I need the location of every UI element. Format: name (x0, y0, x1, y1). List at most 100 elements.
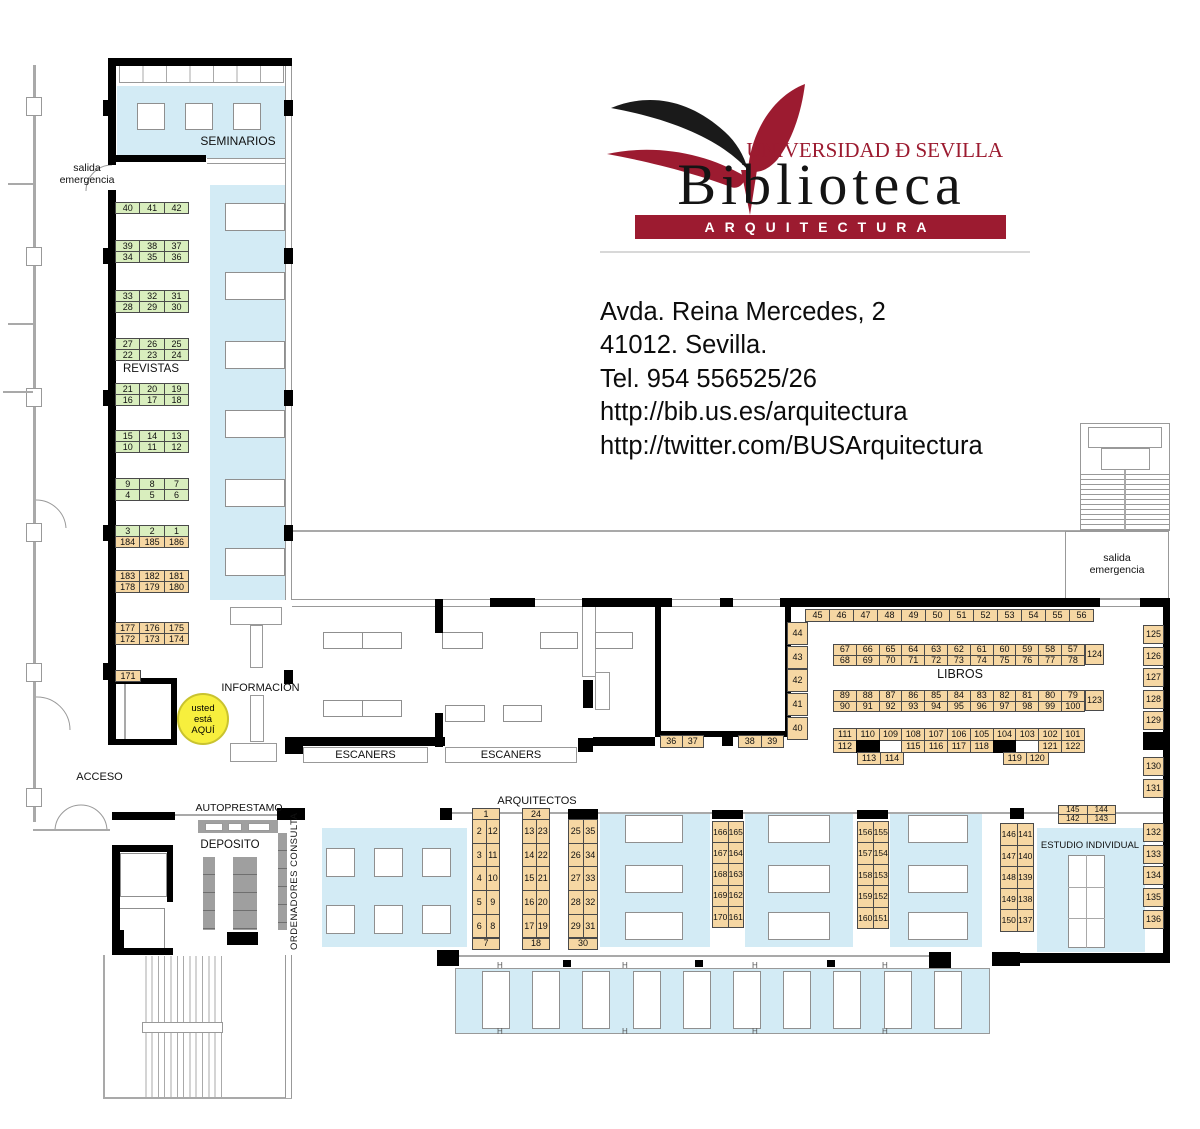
desk-27: 27 (568, 866, 584, 892)
desk-4: 4 (115, 489, 141, 501)
desk-43: 43 (787, 645, 808, 669)
table (225, 203, 285, 231)
desk-131: 131 (1143, 778, 1164, 798)
table (225, 410, 285, 438)
table (323, 700, 363, 717)
desk-129: 129 (1143, 711, 1164, 730)
pilaster (26, 663, 42, 682)
desk-12: 12 (485, 819, 500, 844)
desk-137: 137 (1016, 909, 1034, 932)
label-escaners-left: ESCANERS (303, 747, 428, 763)
desk-37: 37 (163, 240, 190, 252)
desk-55: 55 (1045, 609, 1070, 622)
desk-147: 147 (1000, 844, 1018, 867)
table (374, 905, 403, 934)
desk-44: 44 (787, 622, 808, 645)
desk-53: 53 (997, 609, 1022, 622)
label-acceso: ACCESO (76, 771, 123, 783)
desk-123: 123 (1085, 690, 1104, 711)
desk-73: 73 (947, 654, 971, 666)
table (442, 632, 483, 649)
desk-41: 41 (787, 693, 808, 717)
desk-138: 138 (1016, 887, 1034, 910)
desk-96: 96 (969, 700, 994, 712)
wall (583, 680, 593, 708)
desk-32: 32 (582, 890, 598, 915)
table (233, 103, 261, 130)
desk-112: 112 (833, 740, 857, 753)
terrace-table (682, 971, 711, 1029)
column (722, 736, 733, 746)
h-mark: H (497, 961, 503, 970)
desk-35: 35 (582, 819, 598, 844)
wall (108, 190, 116, 668)
desk-37: 37 (681, 735, 704, 748)
desk-9: 9 (485, 890, 500, 915)
desk-151: 151 (872, 906, 889, 929)
desk-163: 163 (727, 863, 744, 886)
desk-134: 134 (1143, 866, 1164, 886)
desk-21: 21 (535, 866, 550, 892)
column (284, 525, 293, 541)
wall-divider (124, 684, 126, 739)
wall (857, 810, 888, 819)
desk-121: 121 (1038, 740, 1062, 753)
wall (285, 737, 445, 746)
table (540, 632, 578, 649)
table (326, 905, 355, 934)
logo-library-text: Biblioteca (677, 152, 966, 217)
wall-line (440, 812, 1163, 814)
table (225, 272, 285, 300)
wall (112, 948, 173, 955)
address-line: Avda. Reina Mercedes, 2 (600, 298, 886, 326)
table (768, 865, 830, 893)
h-mark: H (752, 1027, 758, 1036)
wall (112, 930, 124, 955)
logo-university-text: UNIVERSIDAD Ð SEVILLA (746, 138, 1003, 162)
desk-72: 72 (924, 654, 948, 666)
terrace-table (933, 971, 962, 1029)
terrace-table (733, 971, 761, 1029)
desk-68: 68 (833, 654, 857, 666)
table (225, 548, 285, 576)
terrace-table (482, 971, 510, 1029)
desk-75: 75 (992, 654, 1017, 666)
table (137, 103, 165, 130)
desk-17: 17 (139, 394, 165, 406)
desk-46: 46 (829, 609, 854, 622)
desk-23: 23 (139, 349, 165, 361)
desk-51: 51 (949, 609, 974, 622)
table (768, 912, 830, 940)
table (422, 848, 451, 877)
desk-3: 3 (472, 842, 487, 868)
desk-140: 140 (1016, 844, 1034, 867)
desk-39: 39 (760, 735, 784, 748)
label-deposito: DEPOSITO (200, 839, 260, 851)
info-counter (250, 625, 263, 668)
stair-landing (1088, 427, 1162, 448)
desk-36: 36 (660, 735, 683, 748)
desk-109: 109 (878, 728, 903, 741)
label-informacion: INFORMACION (221, 682, 300, 694)
label-arquitectos: ARQUITECTOS (497, 795, 577, 807)
desk-6: 6 (472, 913, 487, 939)
desk-90: 90 (833, 700, 857, 712)
counter (595, 672, 610, 710)
wall (929, 952, 951, 968)
desk-33: 33 (582, 866, 598, 892)
machine (248, 823, 270, 831)
desk-157: 157 (857, 842, 874, 865)
terrace-table (783, 971, 812, 1029)
table (362, 632, 402, 649)
carrel-line (1086, 855, 1087, 948)
desk-99: 99 (1038, 700, 1062, 712)
wall (277, 808, 305, 820)
desk-178: 178 (115, 581, 141, 593)
window-wall (285, 58, 292, 600)
desk-95: 95 (947, 700, 971, 712)
desk-36: 36 (163, 251, 190, 263)
desk-124: 124 (1085, 644, 1104, 665)
desk-76: 76 (1015, 654, 1040, 666)
table (225, 341, 285, 369)
terrace-table (532, 971, 561, 1029)
